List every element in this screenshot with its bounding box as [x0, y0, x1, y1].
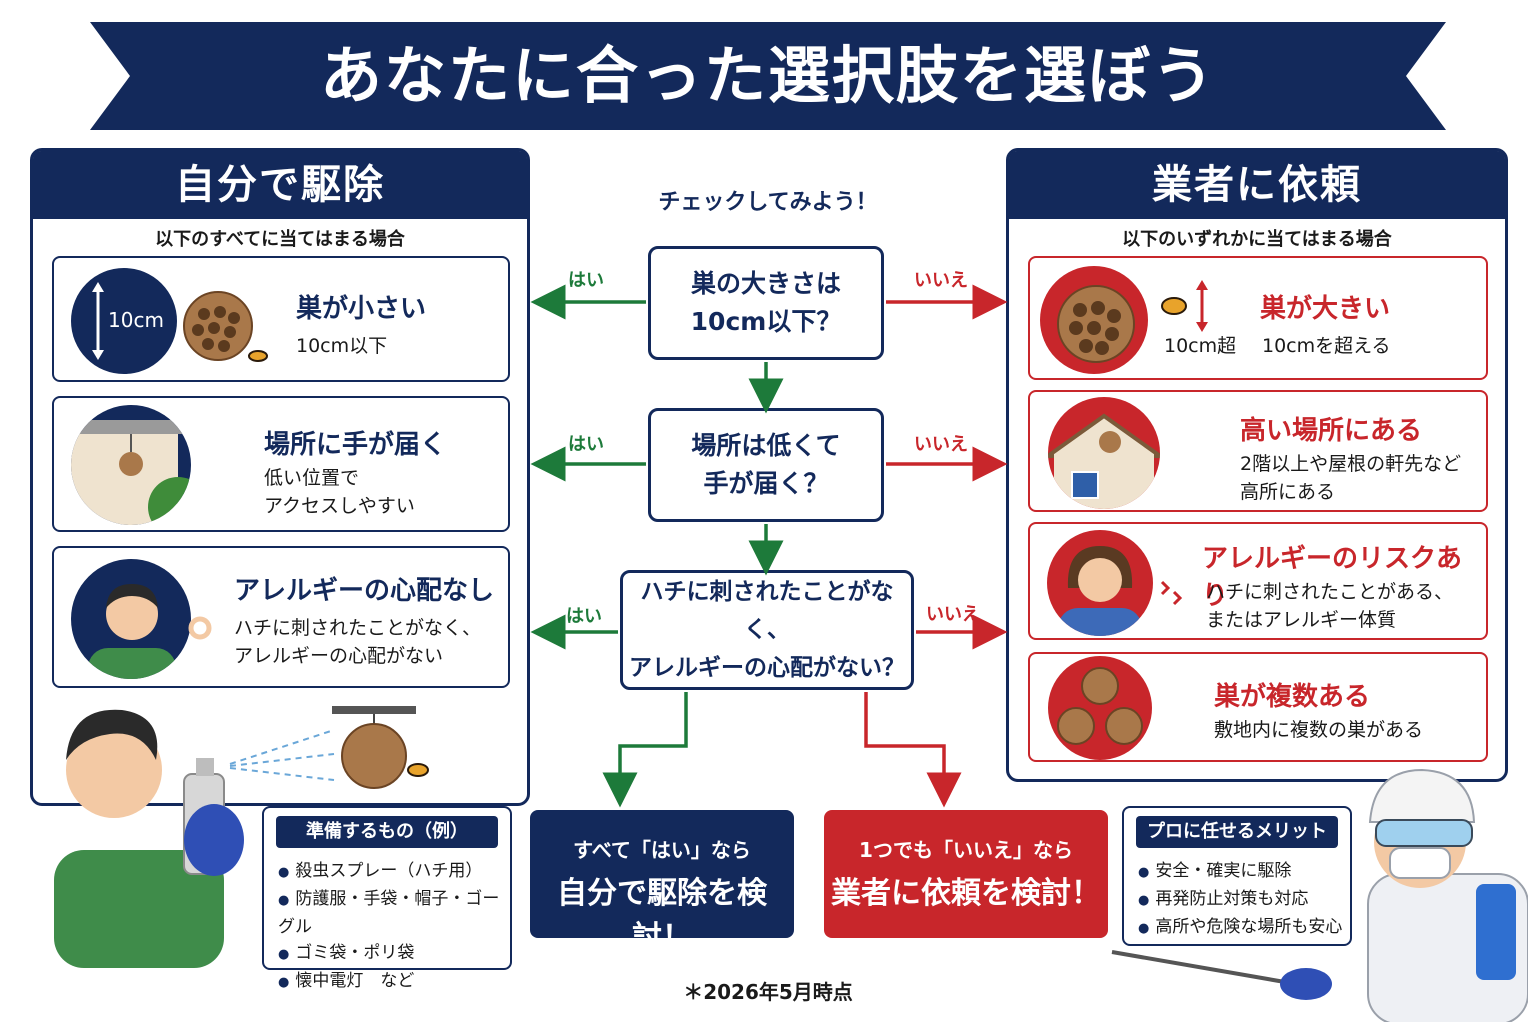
small-nest-icon — [71, 268, 268, 374]
house-nest-icon — [1048, 397, 1160, 509]
right-panel-title: 業者に依頼 — [1009, 151, 1505, 219]
right-card-allergy-risk: アレルギーのリスクあり ハチに刺されたことがある、 またはアレルギー体質 — [1028, 522, 1488, 640]
prep-item: 殺虫スプレー（ハチ用） — [278, 858, 510, 886]
flow-heading: チェックしてみよう！ — [658, 190, 878, 215]
left-panel-subtitle: 以下のすべてに当てはまる場合 — [155, 229, 405, 250]
no-label-2: いいえ — [914, 434, 968, 455]
left-card-reachable-title: 場所に手が届く — [264, 430, 447, 460]
left-card-reachable: 場所に手が届く 低い位置で アクセスしやすい — [52, 396, 510, 532]
right-card-multiple-nests-text: 敷地内に複数の巣がある — [1214, 719, 1424, 741]
prep-item: 防護服・手袋・帽子・ゴーグル — [278, 886, 510, 940]
size-badge: 10cm — [108, 308, 164, 332]
left-card-small-nest: 10cm 巣が小さい 10cm以下 — [52, 256, 510, 382]
result-self-line1: すべて「はい」なら — [573, 838, 751, 862]
merit-list: 安全・確実に駆除 再発防止対策も対応 高所や危険な場所も安心 — [1138, 858, 1342, 942]
result-self: すべて「はい」なら 自分で駆除を検討！ — [530, 810, 794, 955]
professional-worker-illustration — [1111, 768, 1528, 1022]
yes-label-1: はい — [568, 270, 604, 291]
prep-item: 懐中電灯 など — [278, 968, 510, 996]
right-card-high-place-title: 高い場所にある — [1240, 416, 1423, 446]
prep-list: 殺虫スプレー（ハチ用） 防護服・手袋・帽子・ゴーグル ゴミ袋・ポリ袋 懐中電灯 … — [278, 858, 510, 996]
right-card-allergy-risk-title: アレルギーのリスクあり — [1202, 544, 1463, 611]
large-nest-icon — [1040, 266, 1208, 374]
low-nest-icon — [71, 405, 191, 525]
left-card-no-allergy-title: アレルギーの心配なし — [234, 576, 495, 606]
right-card-high-place-text: 2階以上や屋根の軒先など 高所にある — [1240, 453, 1462, 503]
spraying-person-illustration — [54, 706, 429, 968]
question-nest-size: 巣の大きさは 10cm以下？ — [648, 246, 884, 360]
left-card-small-nest-title: 巣が小さい — [296, 294, 427, 324]
prep-box: 準備するもの（例） 殺虫スプレー（ハチ用） 防護服・手袋・帽子・ゴーグル ゴミ袋… — [262, 806, 512, 991]
right-card-multiple-nests-title: 巣が複数ある — [1214, 682, 1371, 712]
left-card-no-allergy: アレルギーの心配なし ハチに刺されたことがなく、 アレルギーの心配がない — [52, 546, 510, 688]
ribbon-shape — [90, 22, 1446, 130]
left-panel-title: 自分で駆除 — [33, 151, 527, 219]
no-label-1: いいえ — [914, 270, 968, 291]
footnote: ＊2026年5月時点 — [683, 980, 853, 1004]
large-nest-badge: 10cm超 — [1164, 335, 1237, 357]
merit-item: 再発防止対策も対応 — [1138, 886, 1342, 914]
right-card-large-nest-text: 10cmを超える — [1262, 335, 1391, 357]
left-card-small-nest-text: 10cm以下 — [296, 335, 388, 357]
worried-person-icon — [1047, 530, 1183, 636]
right-panel-subtitle: 以下のいずれかに当てはまる場合 — [1122, 229, 1392, 250]
multiple-nests-icon — [1048, 656, 1152, 760]
result-pro-line1: 1つでも「いいえ」なら — [859, 838, 1073, 862]
question-allergy: ハチに刺されたことがなく、 アレルギーの心配がない？ — [620, 570, 914, 690]
merit-item: 安全・確実に駆除 — [1138, 858, 1342, 886]
result-self-line2: 自分で駆除を検討！ — [557, 876, 767, 955]
yes-label-3: はい — [566, 606, 602, 627]
merit-box: プロに任せるメリット 安全・確実に駆除 再発防止対策も対応 高所や危険な場所も安… — [1122, 806, 1352, 946]
right-card-multiple-nests: 巣が複数ある 敷地内に複数の巣がある — [1028, 652, 1488, 762]
left-card-reachable-text: 低い位置で アクセスしやすい — [264, 467, 415, 517]
merit-item: 高所や危険な場所も安心 — [1138, 914, 1342, 942]
right-card-allergy-risk-text: ハチに刺されたことがある、 またはアレルギー体質 — [1206, 581, 1454, 631]
prep-item: ゴミ袋・ポリ袋 — [278, 940, 510, 968]
right-card-large-nest-title: 巣が大きい — [1260, 294, 1391, 324]
ok-person-icon — [71, 559, 212, 679]
result-pro-line2: 業者に依頼を検討！ — [831, 876, 1101, 911]
page-title: あなたに合った選択肢を選ぼう — [319, 39, 1216, 112]
prep-box-title: 準備するもの（例） — [276, 816, 498, 848]
title-ribbon: あなたに合った選択肢を選ぼう — [90, 22, 1446, 130]
no-label-3: いいえ — [926, 604, 980, 625]
right-card-high-place: 高い場所にある 2階以上や屋根の軒先など 高所にある — [1028, 390, 1488, 512]
yes-label-2: はい — [568, 434, 604, 455]
question-reachable: 場所は低くて 手が届く？ — [648, 408, 884, 522]
left-card-no-allergy-text: ハチに刺されたことがなく、 アレルギーの心配がない — [234, 617, 482, 667]
result-pro: 1つでも「いいえ」なら 業者に依頼を検討！ — [824, 810, 1108, 938]
merit-box-title: プロに任せるメリット — [1136, 816, 1338, 848]
right-card-large-nest: 10cm超 巣が大きい 10cmを超える — [1028, 256, 1488, 380]
